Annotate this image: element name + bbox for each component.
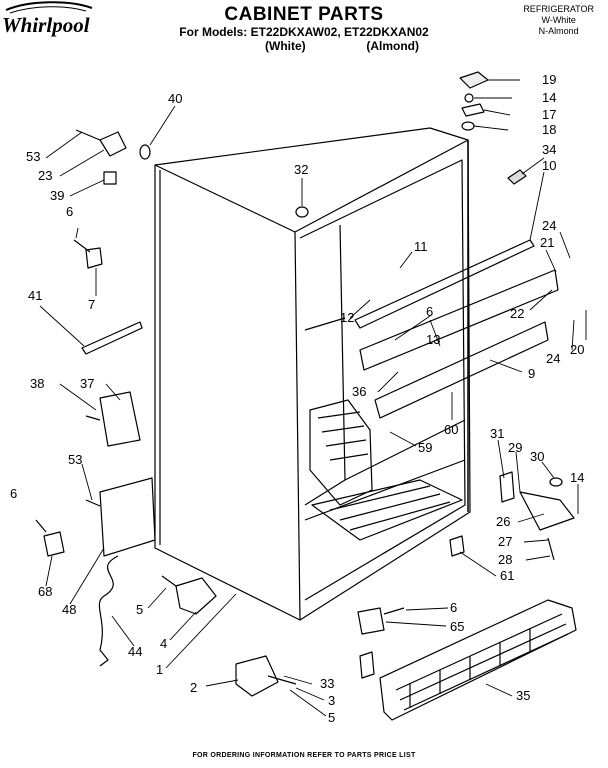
part-23-bracket: [99, 131, 127, 157]
callout-6: 6: [10, 486, 17, 501]
part-65-bracket: [357, 607, 385, 635]
callout-6: 6: [426, 304, 433, 319]
callout-2: 2: [190, 680, 197, 695]
callout-37: 37: [80, 376, 94, 391]
callout-53: 53: [68, 452, 82, 467]
top-hinge-cover: [459, 71, 489, 89]
part-41-strap: [81, 321, 143, 355]
part-40: [139, 144, 151, 160]
callout-14: 14: [570, 470, 584, 485]
callout-6: 6: [66, 204, 73, 219]
callout-5: 5: [136, 602, 143, 617]
part-37-bracket: [99, 391, 141, 447]
callout-41: 41: [28, 288, 42, 303]
models-line: For Models: ET22DKXAW02, ET22DKXAN02: [0, 25, 608, 39]
callout-48: 48: [62, 602, 76, 617]
evaporator-cover: [309, 399, 373, 506]
callout-39: 39: [50, 188, 64, 203]
model-numbers: ET22DKXAW02, ET22DKXAN02: [250, 25, 429, 39]
callout-68: 68: [38, 584, 52, 599]
middle-rail: [359, 269, 559, 371]
callout-3: 3: [328, 693, 335, 708]
callout-20: 20: [570, 342, 584, 357]
callout-30: 30: [530, 449, 544, 464]
code-white: W-White: [541, 15, 576, 25]
cabinet-body: [154, 127, 471, 621]
logo-wordmark: Whirlpool: [2, 13, 90, 37]
plug-32: [295, 206, 309, 218]
callout-61: 61: [500, 568, 514, 583]
callout-28: 28: [498, 552, 512, 567]
callout-44: 44: [128, 644, 142, 659]
lower-rail: [374, 321, 549, 419]
part-44-cord: [98, 555, 119, 667]
callout-33: 33: [320, 676, 334, 691]
cabinet-front-left-edge: [294, 231, 301, 621]
callout-6: 6: [450, 600, 457, 615]
leveler-34: [507, 169, 527, 185]
callout-36: 36: [352, 384, 366, 399]
part-29-bracket: [499, 471, 515, 503]
part-4-bracket: [175, 577, 217, 615]
callout-53: 53: [26, 149, 40, 164]
callout-40: 40: [168, 91, 182, 106]
callout-34: 34: [542, 142, 556, 157]
callout-17: 17: [542, 107, 556, 122]
callout-5: 5: [328, 710, 335, 725]
callout-32: 32: [294, 162, 308, 177]
logo-swirl: [5, 1, 93, 11]
cabinet-interior: [299, 159, 466, 601]
cabinet-floor: [311, 479, 463, 541]
callout-65: 65: [450, 619, 464, 634]
callout-22: 22: [510, 306, 524, 321]
callout-18: 18: [542, 122, 556, 137]
color-white: (White): [265, 39, 306, 53]
ordering-footer: FOR ORDERING INFORMATION REFER TO PARTS …: [192, 752, 416, 759]
callout-19: 19: [542, 72, 556, 87]
part-26-hinge: [519, 491, 575, 531]
callout-13: 13: [426, 332, 440, 347]
callout-38: 38: [30, 376, 44, 391]
whirlpool-logo: Whirlpool: [2, 1, 93, 37]
models-prefix: For Models:: [179, 25, 248, 39]
callout-29: 29: [508, 440, 522, 455]
callout-4: 4: [160, 636, 167, 651]
callout-1: 1: [156, 662, 163, 677]
product-type: REFRIGERATOR: [523, 4, 594, 14]
part-2-bracket: [235, 655, 279, 697]
upper-rail: [354, 239, 535, 329]
callout-11: 11: [414, 239, 428, 254]
callout-31: 31: [490, 426, 504, 441]
code-almond: N-Almond: [538, 26, 579, 36]
part-33-bracket: [359, 651, 375, 679]
part-48-panel: [99, 477, 156, 557]
callout-10: 10: [542, 158, 556, 173]
color-almond: (Almond): [366, 39, 419, 53]
callout-24: 24: [542, 218, 556, 233]
callout-26: 26: [496, 514, 510, 529]
callout-21: 21: [540, 235, 554, 250]
product-codes: REFRIGERATOR W-White N-Almond: [523, 4, 594, 37]
callout-7: 7: [88, 297, 95, 312]
color-variants: (White) (Almond): [265, 39, 419, 53]
callout-9: 9: [528, 366, 535, 381]
callout-60: 60: [444, 422, 458, 437]
callout-35: 35: [516, 688, 530, 703]
callout-24: 24: [546, 351, 560, 366]
page-title: CABINET PARTS: [224, 4, 384, 25]
part-7-clip: [85, 247, 103, 269]
callout-12: 12: [340, 310, 354, 325]
callout-23: 23: [38, 168, 52, 183]
part-61-bracket: [449, 535, 465, 557]
callout-59: 59: [418, 440, 432, 455]
callout-27: 27: [498, 534, 512, 549]
callout-14: 14: [542, 90, 556, 105]
part-39: [103, 171, 117, 185]
part-68-clip: [43, 531, 65, 557]
